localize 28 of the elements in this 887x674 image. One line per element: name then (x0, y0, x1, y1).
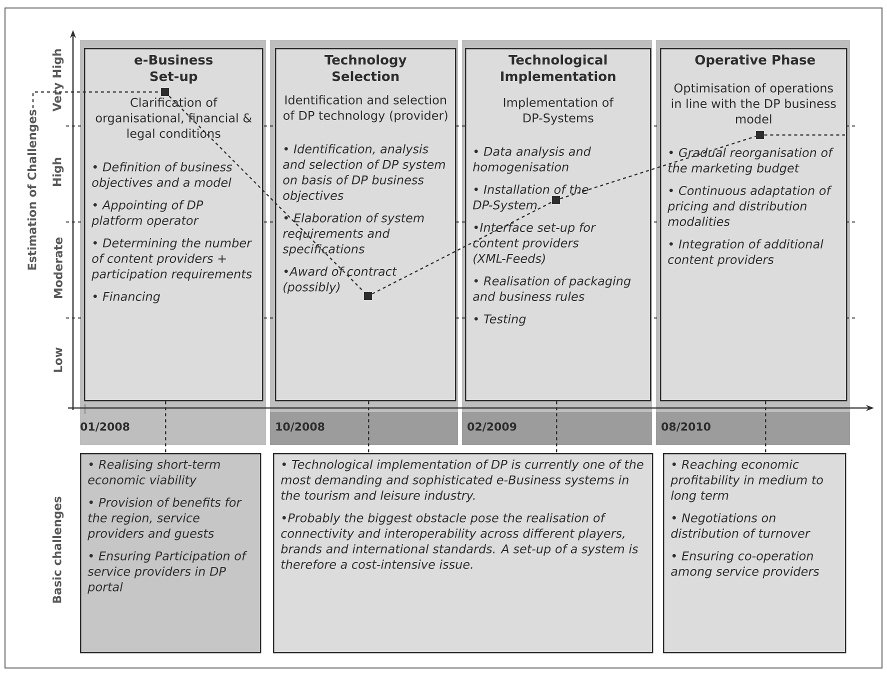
level-marker (161, 88, 169, 96)
level-label: Low (54, 347, 62, 372)
challenge-box: • Realising short-term economic viability • Provision of benefits for the region, service providers and guests • Ensuring Participation of service providers in DP portal (80, 453, 262, 654)
challenge-curve (168, 96, 364, 292)
level-label: Very High (52, 49, 64, 112)
challenge-curve (764, 134, 845, 136)
challenge-box: • Technological implementation of DP is currently one of the most demanding and sophisticated e-Business systems in the tourism and leisure industry. •Probably the biggest obstacle pose the realisation of connectivity and interoperability across different players, brands and international standards. A set-up of a system is therefore a cost-intensive issue. (273, 453, 654, 654)
level-label: Moderate (54, 238, 62, 298)
connector-line (556, 401, 558, 453)
date-label: 01/2008 (80, 422, 130, 432)
phase-box: Technology Selection Identification and selection of DP technology (provider) • Identification, analysis and selection of DP system on basis of DP business objectives • Elaboration of system requirements and specifications •Award of contract (possibly) (275, 48, 456, 402)
challenge-curve (372, 202, 552, 294)
axis-title: Estimation of Challenges (27, 110, 39, 270)
date-label: 10/2008 (276, 422, 324, 432)
connector-line (765, 401, 766, 453)
level-marker (552, 196, 560, 204)
connector-line (165, 401, 166, 453)
phase-box: e-Business Set-up Clarification of organisational, financial & legal conditions • Definition of business objectives and a model • Appointing of DP platform operator • Determining the number of content providers + participation requirements • Financing (84, 48, 264, 402)
level-label: High (52, 158, 64, 186)
challenge-curve (32, 91, 161, 108)
phase-box: Technological Implementation Implementation of DP-Systems • Data analysis and homogenisation • Installation of the DP-System •Interface set-up for content providers (XML-Feeds) • Realisation of packaging and business rules • Testing (465, 48, 652, 402)
axis-title: Basic challenges (52, 496, 64, 603)
challenge-curve (560, 136, 756, 200)
challenge-box: • Reaching economic profitability in medium to long term • Negotiations on distribution of turnover • Ensuring co-operation among service providers (663, 453, 846, 654)
date-label: 08/2010 (662, 422, 710, 432)
level-marker (756, 131, 764, 139)
connector-line (368, 401, 370, 453)
date-label: 02/2009 (468, 422, 516, 432)
